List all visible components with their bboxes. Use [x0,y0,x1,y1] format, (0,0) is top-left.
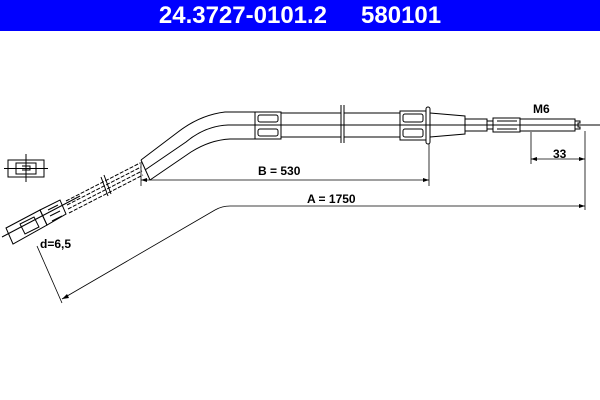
reference-number: 580101 [361,1,442,29]
diameter-label: d=6,5 [40,237,72,251]
part-number: 24.3727-0101.2 [158,1,328,29]
dimension-lines [36,131,586,304]
bent-sleeve [140,105,600,181]
dimension-a-label: A = 1750 [307,192,356,206]
thread-length-label: 33 [553,147,567,161]
dimension-b-label: B = 530 [258,164,301,178]
thread-label: M6 [533,102,550,116]
left-end-fitting [1,162,144,245]
title-bar: 24.3727-0101.2 580101 [0,0,600,31]
end-view-symbol [4,154,48,182]
